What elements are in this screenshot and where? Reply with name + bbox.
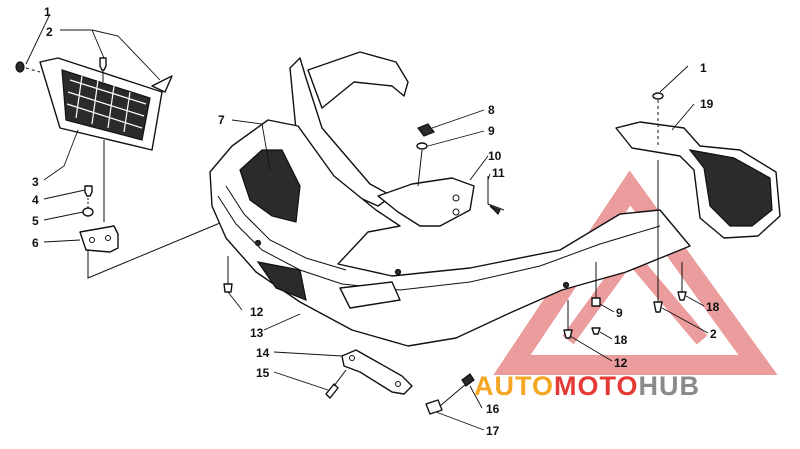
washer-5: [82, 207, 94, 217]
nut-8: [417, 123, 435, 137]
callout-1-right: 1: [700, 61, 707, 75]
nut-18-lower: [591, 327, 601, 335]
callout-13: 13: [250, 326, 264, 340]
rivet-12-left: [223, 283, 233, 293]
callout-18-right: 18: [706, 300, 720, 314]
callout-6: 6: [32, 236, 39, 250]
nut-16: [461, 373, 475, 387]
hitch-assembly: [325, 349, 475, 415]
callout-12-left: 12: [250, 305, 264, 319]
callout-2-left: 2: [46, 25, 53, 39]
callout-2-right: 2: [710, 327, 717, 341]
callout-7: 7: [218, 113, 225, 127]
watermark-part-auto: AUTO: [474, 371, 554, 401]
callout-9-right: 9: [616, 306, 623, 320]
callout-18-lower: 18: [614, 333, 628, 347]
hood-vent-plate: [339, 281, 401, 309]
screw-2-right: [653, 301, 663, 313]
nut-18-right: [677, 291, 687, 301]
bolt-17: [425, 399, 443, 415]
hood-assembly: [209, 51, 691, 347]
callout-17: 17: [486, 424, 500, 438]
callout-12-right: 12: [614, 356, 628, 370]
hood-inner-shadow: [239, 149, 301, 223]
reflector-arrow-tip: [151, 75, 173, 93]
callout-1-left: 1: [44, 5, 51, 19]
screw-2-left: [99, 57, 107, 71]
washer-9-right: [591, 297, 601, 307]
callout-9-top: 9: [488, 124, 495, 138]
windshield-panel: [307, 51, 409, 109]
screw-4: [84, 185, 93, 197]
washer-1-left: [15, 61, 25, 73]
watermark-text-auto: AUTOMOTOHUB: [474, 371, 700, 401]
bracket-6: [79, 225, 119, 253]
watermark-part-hub: HUB: [639, 371, 701, 401]
washer-9-top: [416, 142, 428, 150]
bracket-14: [341, 349, 413, 395]
reflector-lens: [61, 69, 151, 141]
watermark-part-moto: MOTO: [554, 371, 639, 401]
callout-5: 5: [32, 214, 39, 228]
side-panel-shadow: [688, 149, 773, 227]
callout-19: 19: [700, 97, 714, 111]
callout-15: 15: [256, 366, 270, 380]
bellypan-13: [209, 119, 691, 347]
callout-labels: 1 2 3 4 5 6 7 8 9 10 11 12 13 14 15 16 1…: [32, 5, 720, 438]
callout-10: 10: [488, 149, 502, 163]
callout-3: 3: [32, 175, 39, 189]
washer-1-right: [652, 92, 664, 100]
bracket-10: [377, 177, 475, 227]
callout-4: 4: [32, 193, 39, 207]
leader-lines: [25, 13, 709, 431]
reflector-lens-pattern: [66, 75, 147, 133]
hood-vent-left: [256, 261, 307, 301]
side-panel-assembly: [563, 92, 781, 339]
screw-11: [489, 205, 501, 216]
callout-8: 8: [488, 103, 495, 117]
watermark-text: AUTOMOTOHUB: [474, 371, 700, 401]
callout-16: 16: [486, 402, 500, 416]
reflector-assembly: [15, 57, 233, 279]
bolt-15: [325, 383, 339, 399]
callout-11: 11: [492, 166, 505, 180]
callout-14: 14: [256, 346, 270, 360]
